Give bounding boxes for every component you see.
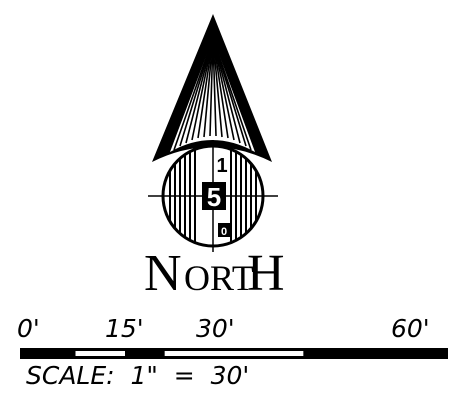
scale-tick-label-15: 15' xyxy=(105,314,144,343)
scale-tick-label-0: 0' xyxy=(17,314,40,343)
scale-bar-segment-1 xyxy=(75,351,125,356)
emblem-bottom-digit: 0 xyxy=(221,226,227,238)
north-label-first: N xyxy=(144,245,182,302)
north-label-last: H xyxy=(247,245,285,302)
north-arrow xyxy=(152,14,272,162)
arrow-rays xyxy=(173,37,252,151)
emblem-number: 5 xyxy=(207,182,221,212)
scale-bar xyxy=(20,348,448,359)
emblem-number-box xyxy=(202,182,226,210)
scale-tick-label-60: 60' xyxy=(391,314,430,343)
scale-tick-labels: 0' 15' 30' 60' xyxy=(17,314,430,343)
compass-emblem: 5 1 0 xyxy=(148,140,278,252)
scale-tick-label-30: 30' xyxy=(196,314,235,343)
emblem-bottom-mark xyxy=(218,223,230,237)
north-label: N ORT H xyxy=(144,245,285,302)
scale-bar-segment-3 xyxy=(164,351,304,356)
emblem-top-digit: 1 xyxy=(216,155,227,177)
north-label-middle: ORT xyxy=(184,258,254,298)
scale-caption: SCALE: 1" = 30' xyxy=(26,361,249,390)
